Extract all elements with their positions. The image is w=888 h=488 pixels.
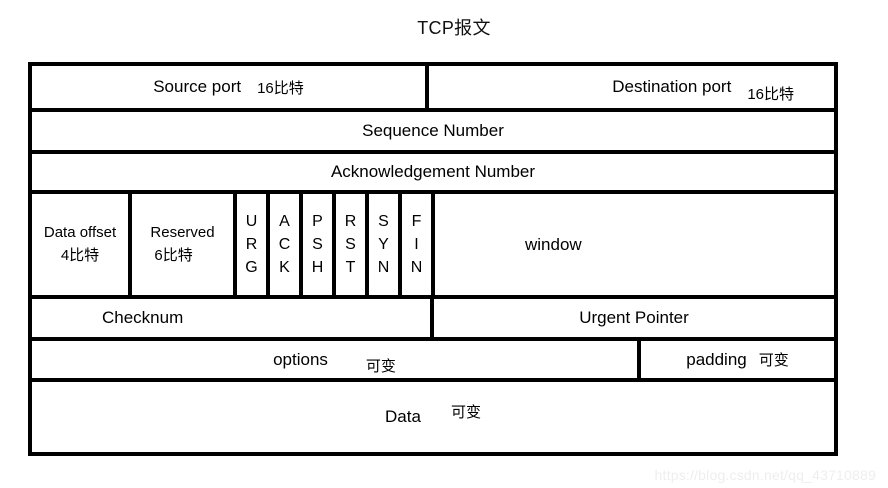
flag-divider-4 — [365, 190, 369, 295]
source-port-cell: Source port 16比特 — [32, 66, 425, 108]
options-label: options — [273, 349, 328, 369]
flag-urg-line-1: U — [245, 212, 258, 230]
padding-label: padding — [686, 349, 747, 369]
flag-urg: U R G — [237, 194, 266, 295]
row-divider-5 — [32, 337, 834, 341]
flag-syn: S Y N — [369, 194, 398, 295]
acknowledgement-number-label: Acknowledgement Number — [330, 162, 536, 181]
flag-ack-line-3: K — [279, 259, 290, 277]
acknowledgement-number-cell: Acknowledgement Number — [32, 154, 834, 190]
checknum-cell: Checknum — [32, 299, 430, 337]
flags-window-divider — [431, 190, 435, 295]
flag-ack-line-2: C — [278, 235, 291, 253]
flag-psh-line-2: S — [312, 235, 323, 253]
reserved-cell: Reserved 6比特 — [132, 194, 233, 295]
destination-port-cell: Destination port 16比特 — [429, 66, 834, 108]
reserved-flags-divider — [233, 190, 237, 295]
flag-psh-line-1: P — [312, 212, 323, 230]
padding-size: 可变 — [758, 352, 789, 369]
data-offset-size: 4比特 — [60, 246, 100, 264]
tcp-header-diagram: Source port 16比特 Destination port 16比特 S… — [28, 62, 838, 456]
flag-divider-3 — [332, 190, 336, 295]
flag-divider-2 — [299, 190, 303, 295]
padding-cell: padding 可变 — [641, 341, 834, 378]
flag-fin: F I N — [402, 194, 431, 295]
source-port-size: 16比特 — [257, 79, 304, 97]
data-label: Data — [385, 407, 421, 426]
data-offset-label: Data offset — [43, 224, 117, 241]
reserved-size: 6比特 — [154, 246, 193, 264]
ports-divider — [425, 62, 429, 108]
window-label: window — [525, 234, 582, 254]
urgent-pointer-label: Urgent Pointer — [579, 308, 689, 327]
row-divider-1 — [32, 108, 834, 112]
flag-psh-line-3: H — [311, 259, 324, 277]
flag-ack-line-1: A — [279, 212, 290, 230]
flag-fin-line-1: F — [411, 212, 422, 230]
row-divider-2 — [32, 150, 834, 154]
source-port-label: Source port — [153, 77, 242, 96]
page-title: TCP报文 — [417, 18, 491, 38]
checksum-divider — [430, 295, 434, 337]
flag-syn-line-3: N — [377, 259, 390, 277]
flag-syn-line-2: Y — [378, 235, 389, 253]
row-divider-6 — [32, 378, 834, 382]
flag-rst-line-1: R — [344, 212, 357, 230]
flag-rst-line-3: T — [345, 259, 356, 277]
options-padding-divider — [637, 337, 641, 378]
dataoffset-reserved-divider — [128, 190, 132, 295]
options-cell: options 可变 — [32, 341, 637, 378]
sequence-number-label: Sequence Number — [362, 121, 504, 140]
flag-ack: A C K — [270, 194, 299, 295]
data-offset-cell: Data offset 4比特 — [32, 194, 128, 295]
options-size: 可变 — [365, 358, 396, 375]
flag-fin-line-3: N — [410, 259, 423, 277]
destination-port-size: 16比特 — [747, 85, 794, 103]
reserved-label: Reserved — [150, 224, 215, 241]
checknum-label: Checknum — [102, 308, 184, 327]
flag-fin-line-2: I — [414, 235, 419, 253]
flag-rst-line-2: S — [345, 235, 356, 253]
urgent-pointer-cell: Urgent Pointer — [434, 299, 834, 337]
flag-divider-1 — [266, 190, 270, 295]
flag-urg-line-3: G — [245, 259, 258, 277]
sequence-number-cell: Sequence Number — [32, 112, 834, 150]
flag-psh: P S H — [303, 194, 332, 295]
watermark: https://blog.csdn.net/qq_43710889 — [654, 467, 876, 483]
flag-divider-5 — [398, 190, 402, 295]
data-cell: Data 可变 — [32, 382, 834, 452]
window-cell: window — [435, 194, 834, 295]
flag-rst: R S T — [336, 194, 365, 295]
flag-syn-line-1: S — [378, 212, 389, 230]
flag-urg-line-2: R — [245, 235, 258, 253]
destination-port-label: Destination port — [612, 77, 732, 96]
data-size: 可变 — [450, 403, 481, 421]
